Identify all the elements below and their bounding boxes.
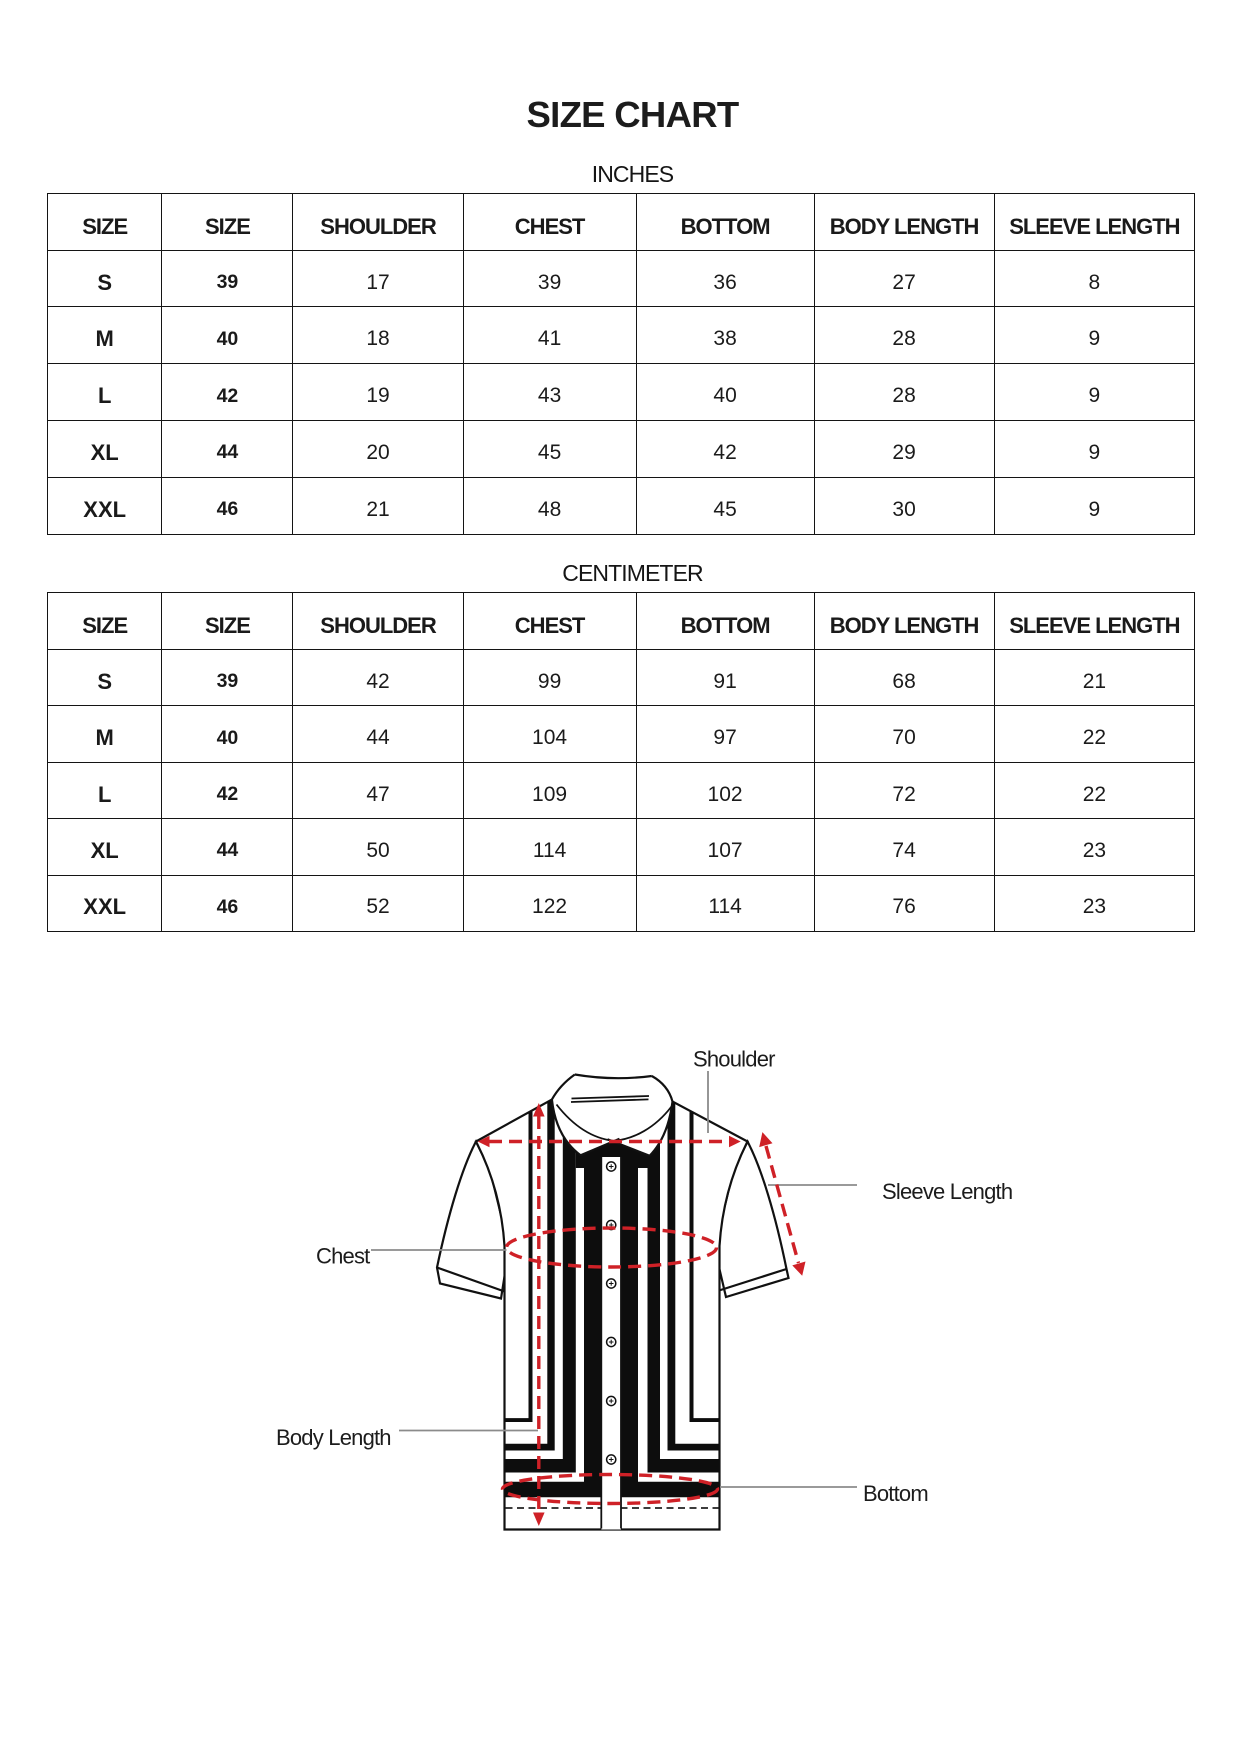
svg-text:Body Length: Body Length <box>276 1425 391 1450</box>
svg-text:Chest: Chest <box>316 1244 370 1269</box>
svg-text:Sleeve Length: Sleeve Length <box>882 1179 1012 1204</box>
svg-text:Bottom: Bottom <box>863 1481 928 1506</box>
svg-text:Shoulder: Shoulder <box>693 1047 775 1072</box>
